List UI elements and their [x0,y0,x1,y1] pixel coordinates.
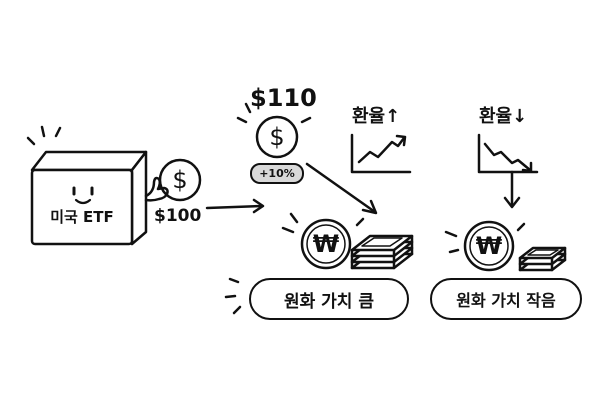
won-symbol-right: ₩ [475,232,503,260]
chart-down-icon [477,133,539,174]
amount-after: $110 [250,84,317,112]
etf-box-icon [26,125,169,246]
won-coin-icon-right [444,220,526,272]
arrow-down-icon [503,170,521,209]
dollar-symbol-top: $ [269,123,285,151]
dollar-coin-icon [158,158,202,202]
won-value-low-caption: 원화 가치 작음 [430,278,582,320]
etf-label: 미국 ETF [50,208,114,226]
money-stack-icon [350,234,414,270]
won-coin-icon [281,212,365,270]
won-symbol: ₩ [312,230,340,258]
change-badge: +10% [250,163,304,184]
dollar-symbol: $ [172,166,188,194]
fx-up-label: 환율↑ [352,106,401,127]
chart-up-icon [350,133,412,174]
fx-down-label: 환율↓ [479,106,528,127]
amount-before: $100 [154,206,202,226]
sparkle-icon [228,277,240,284]
sparkle-icon [232,305,242,315]
dollar-coin-icon-top [236,102,312,159]
arrow-right-icon [205,198,265,214]
arrow-diagonal-icon [305,162,378,215]
won-value-high-caption: 원화 가치 큼 [249,278,409,320]
money-stack-small-icon [518,246,567,272]
sparkle-icon [224,294,237,299]
